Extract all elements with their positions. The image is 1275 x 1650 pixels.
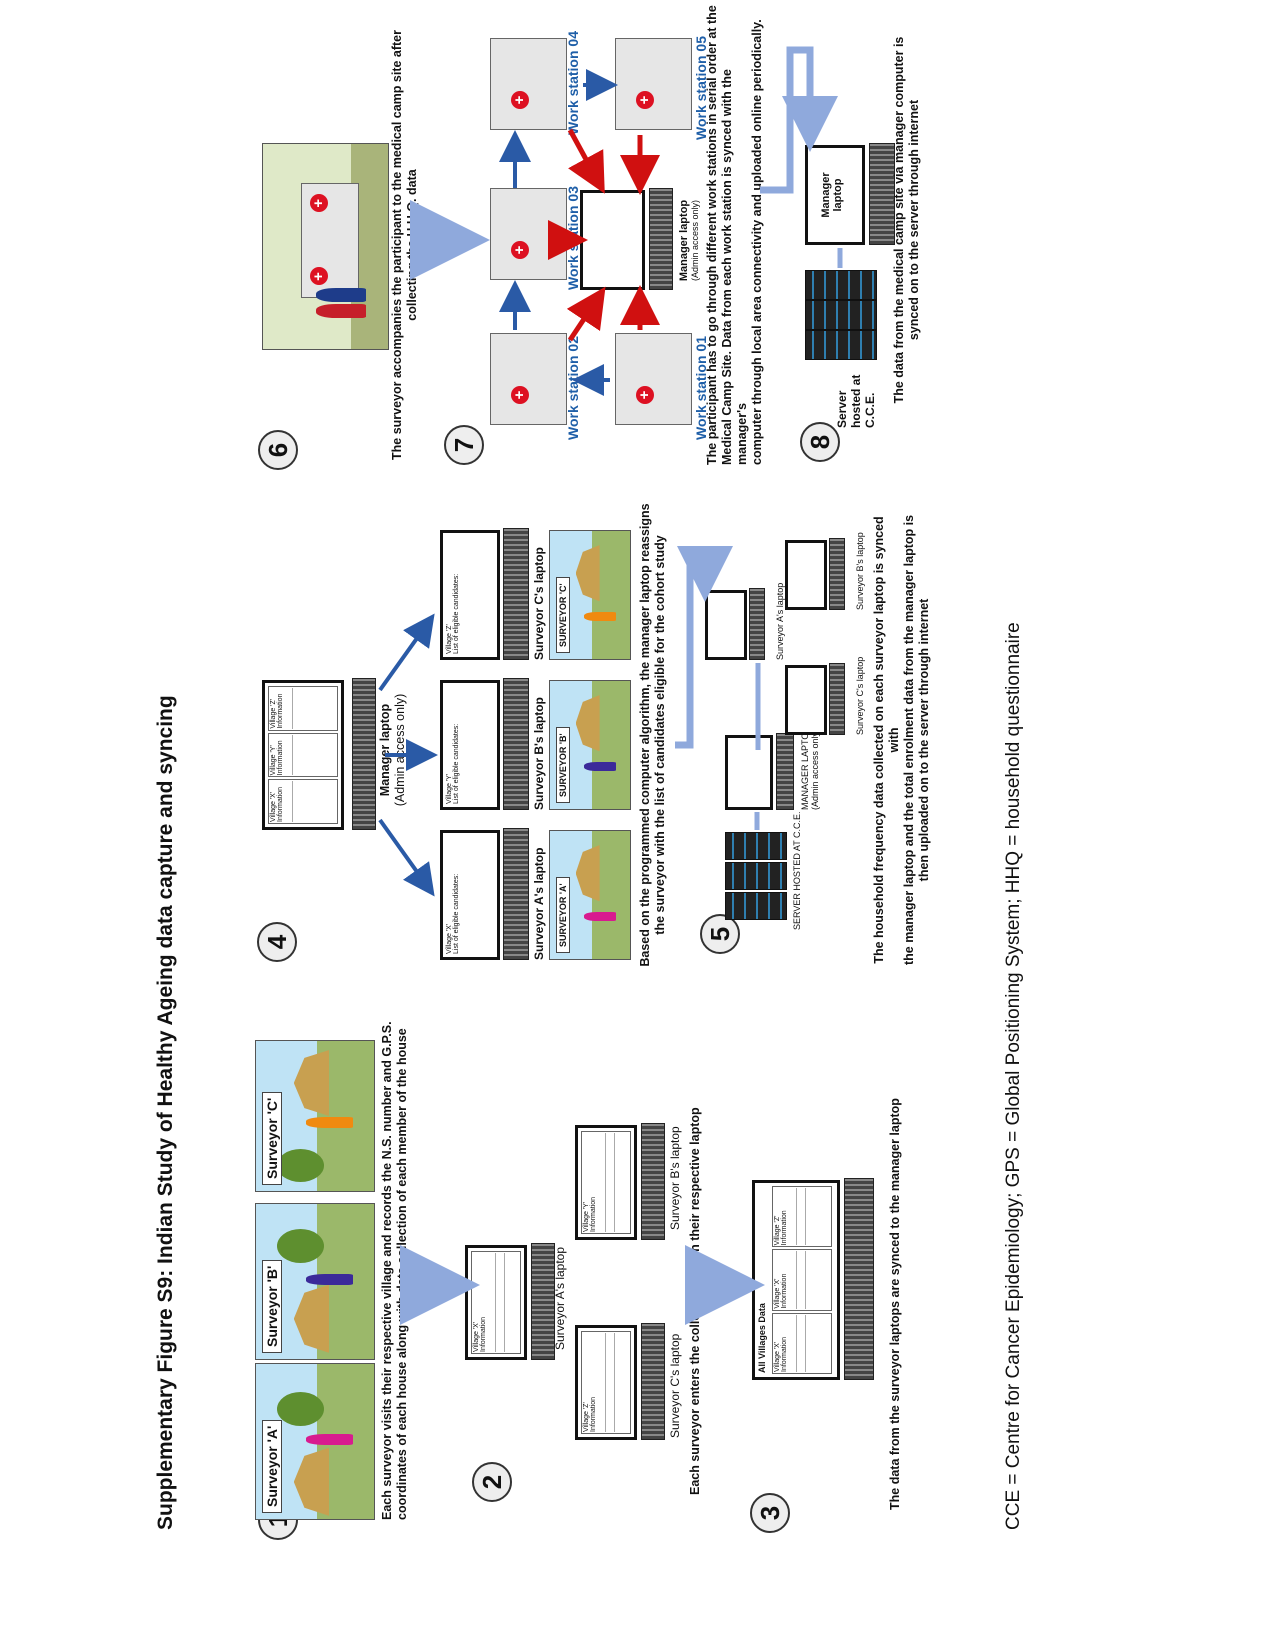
- arrow-manager-to-a: [378, 818, 435, 897]
- red-arrow-ws02: [566, 286, 606, 342]
- arrow-step7-to-step8: [760, 46, 838, 194]
- arrow-step4-to-step5: [675, 546, 733, 749]
- arrow-manager-to-c: [378, 613, 435, 692]
- red-arrow-ws04: [567, 128, 605, 194]
